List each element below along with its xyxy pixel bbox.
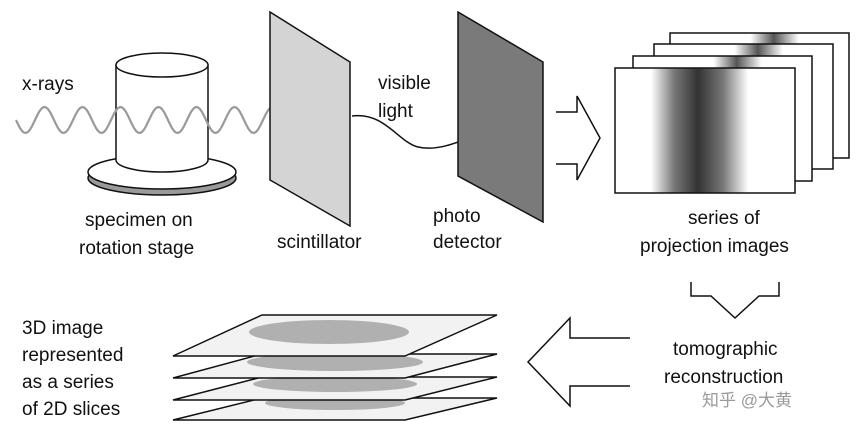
label-series-line2: projection images: [640, 236, 789, 257]
label-visible-line1: visible: [378, 73, 431, 94]
left-arrow-icon: [526, 316, 630, 408]
label-specimen-line1: specimen on: [85, 210, 193, 231]
label-visible-line2: light: [378, 101, 414, 122]
label-tomo-line2: reconstruction: [664, 367, 783, 388]
right-arrow-icon: [556, 95, 601, 181]
label-x-rays: x-rays: [22, 74, 74, 95]
label-scintillator: scintillator: [277, 232, 362, 253]
slice-1-ellipse: [249, 320, 409, 344]
label-photo-line1: photo: [433, 206, 481, 227]
label-3d-line2: represented: [22, 345, 123, 366]
x-ray-wave: [15, 105, 297, 135]
projection-images-stack: [614, 32, 850, 194]
label-3d-line3: as a series: [22, 372, 114, 393]
label-specimen-line2: rotation stage: [79, 238, 194, 259]
label-photo-line2: detector: [433, 232, 502, 253]
label-3d-line1: 3D image: [22, 318, 103, 339]
label-3d-line4: of 2D slices: [22, 399, 120, 420]
slice-2-ellipse: [247, 353, 423, 371]
slice-stack: [172, 314, 498, 421]
label-tomo-line1: tomographic: [673, 339, 778, 360]
specimen-cylinder: [115, 52, 209, 173]
scintillator-plate: [269, 10, 351, 228]
watermark: 知乎 @大黄: [702, 391, 792, 410]
slice-3-ellipse: [253, 376, 417, 392]
down-arrow-icon: [690, 282, 780, 320]
label-series-line1: series of: [688, 208, 761, 229]
photo-detector-plate: [457, 10, 544, 224]
